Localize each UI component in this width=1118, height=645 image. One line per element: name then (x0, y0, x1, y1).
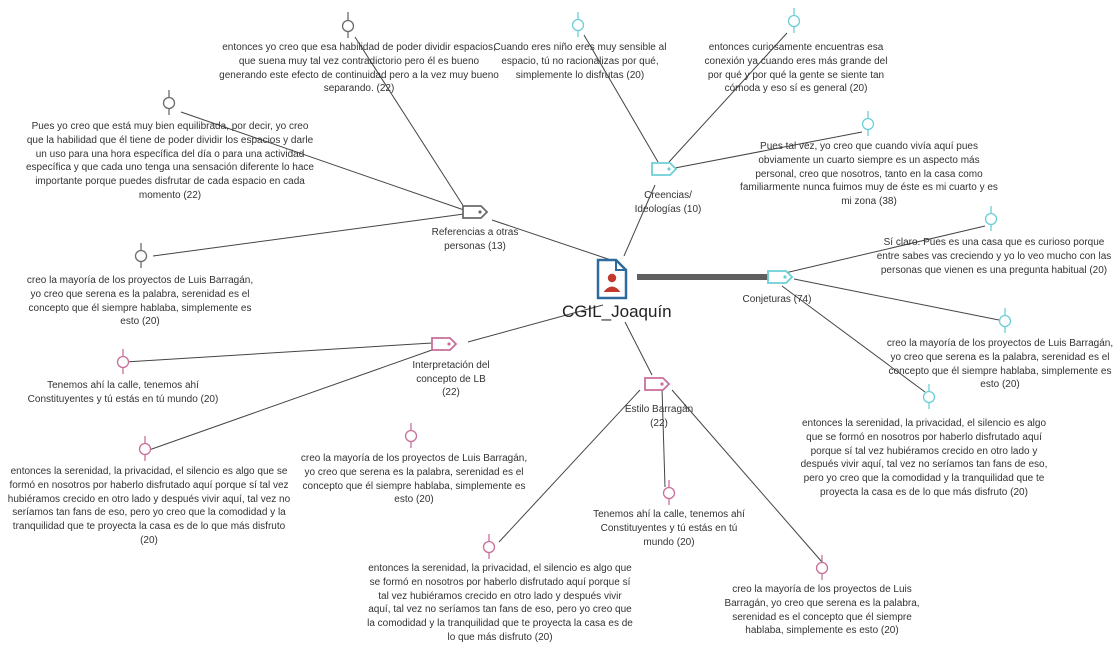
quote-text-c2[interactable]: entonces curiosamente encuentras esa con… (704, 42, 888, 95)
quote-pin-icon[interactable] (162, 90, 176, 115)
quote-text-p3[interactable]: creo la mayoría de los proyectos de Luis… (300, 453, 528, 506)
quote-pin-icon[interactable] (662, 480, 676, 505)
connector-lines (124, 32, 1000, 563)
quote-pin-icon[interactable] (861, 111, 875, 136)
link-ref-g1 (354, 36, 465, 208)
quote-pin-icon[interactable] (482, 534, 496, 559)
quote-pin-icon[interactable] (116, 349, 130, 374)
code-label-creencias[interactable]: Creencias/ Ideologías (10) (634, 190, 702, 215)
tag-icon-conjeturas[interactable] (767, 270, 794, 284)
quote-text-c3[interactable]: Pues tal vez, yo creo que cuando vivía a… (740, 141, 998, 208)
quote-text-g1[interactable]: entonces yo creo que esa habilidad de po… (219, 42, 499, 95)
link-center-creencias (623, 184, 656, 257)
link-ref-g3 (152, 213, 465, 257)
code-tags (431, 162, 794, 391)
code-label-referencias[interactable]: Referencias a otras personas (13) (431, 227, 519, 252)
code-label-interpretacion[interactable]: Interpretación del concepto de LB (22) (412, 360, 490, 398)
link-center-referencias (491, 219, 612, 261)
link-con-c6 (781, 285, 926, 393)
link-con-c5 (793, 278, 1000, 321)
document-user-icon[interactable] (596, 258, 628, 300)
link-cre-c3 (674, 131, 863, 169)
link-cre-c1 (583, 34, 659, 163)
link-ref-g2 (180, 111, 465, 211)
link-est-p6 (671, 389, 823, 563)
tag-icon-interpretacion[interactable] (431, 337, 458, 351)
quote-text-c1[interactable]: Cuando eres niño eres muy sensible al es… (493, 42, 667, 81)
quote-pin-icon[interactable] (984, 206, 998, 231)
quote-text-p5[interactable]: entonces la serenidad, la privacidad, el… (367, 563, 633, 643)
link-est-p5 (498, 389, 641, 543)
link-center-interpretacion (467, 304, 604, 343)
link-int-p1 (124, 342, 433, 363)
link-center-estilo (624, 321, 653, 376)
quote-text-g2[interactable]: Pues yo creo que está muy bien equilibra… (26, 121, 314, 201)
quote-pin-icon[interactable] (404, 423, 418, 448)
tag-icon-estilo[interactable] (644, 377, 671, 391)
quote-pin-icon[interactable] (134, 243, 148, 268)
quote-text-p4[interactable]: Tenemos ahí la calle, tenemos ahí Consti… (593, 509, 745, 548)
quote-text-c5[interactable]: creo la mayoría de los proyectos de Luis… (886, 338, 1114, 391)
quote-pin-icon[interactable] (571, 12, 585, 37)
quote-text-c6[interactable]: entonces la serenidad, la privacidad, el… (800, 418, 1048, 498)
quote-pins (116, 8, 1012, 580)
quote-text-p6[interactable]: creo la mayoría de los proyectos de Luis… (724, 584, 920, 637)
quote-pin-icon[interactable] (138, 436, 152, 461)
quote-pin-icon[interactable] (815, 555, 829, 580)
quote-pin-icon[interactable] (341, 12, 355, 38)
quote-text-c4[interactable]: Sí claro. Pues es una casa que es curios… (876, 237, 1112, 276)
link-con-c4 (767, 225, 986, 278)
quote-pin-icon[interactable] (787, 8, 801, 33)
quote-text-p2[interactable]: entonces la serenidad, la privacidad, el… (7, 466, 291, 546)
link-est-p4 (661, 387, 666, 488)
code-label-conjeturas[interactable]: Conjeturas (74) (742, 294, 812, 305)
tag-icon-referencias[interactable] (462, 205, 489, 219)
quote-text-p1[interactable]: Tenemos ahí la calle, tenemos ahí Consti… (27, 380, 219, 405)
document-title[interactable]: CGIL_Joaquín (562, 302, 672, 321)
quote-pin-icon[interactable] (922, 384, 936, 409)
link-cre-c2 (668, 32, 788, 163)
quote-pin-icon[interactable] (998, 308, 1012, 333)
quote-text-g3[interactable]: creo la mayoría de los proyectos de Luis… (26, 275, 254, 328)
code-label-estilo[interactable]: Estilo Barragán (22) (624, 404, 694, 429)
link-int-p2 (148, 349, 433, 451)
tag-icon-creencias[interactable] (651, 162, 678, 176)
